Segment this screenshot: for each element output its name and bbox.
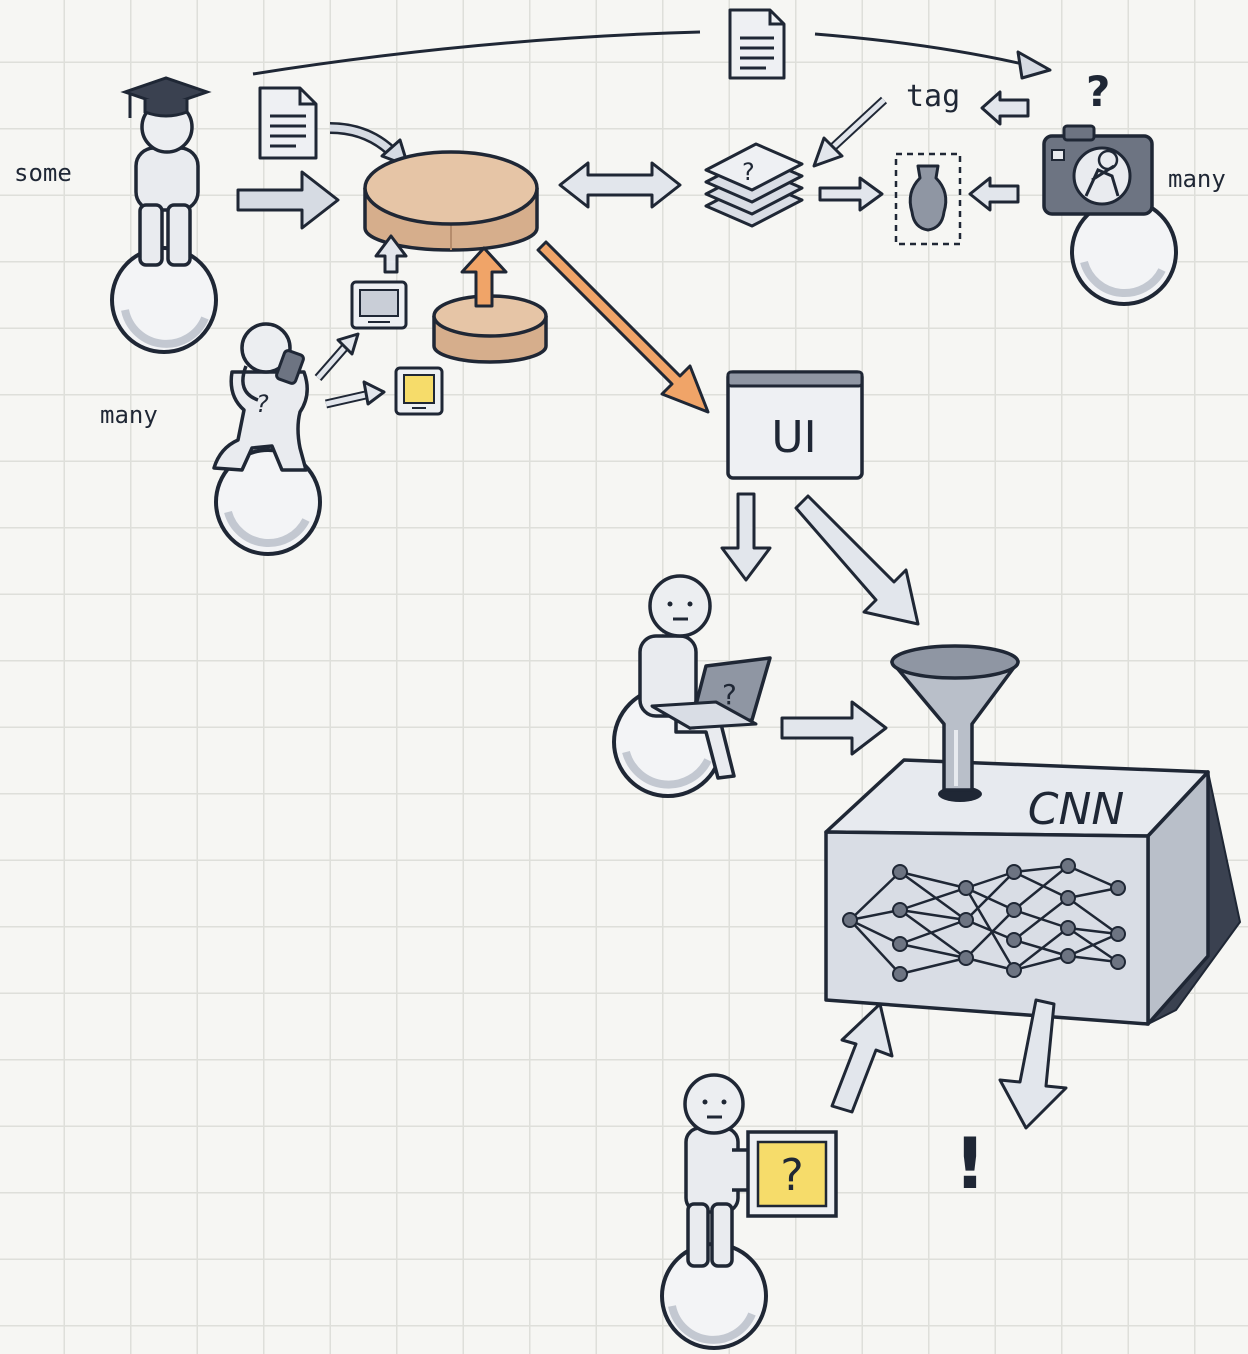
arrow-ui-to-annotator (720, 492, 772, 582)
query-user-figure (660, 1073, 768, 1350)
question-mark-stack: ? (742, 158, 755, 186)
laptop-annotator-figure: ? (612, 574, 772, 798)
question-mark-camera: ? (1086, 67, 1110, 116)
confused-user-figure: ? (212, 322, 322, 556)
secondary-database (432, 294, 548, 364)
arrow-camera-to-tag (980, 90, 1030, 126)
cnn-box: CNN (824, 758, 1242, 1026)
cnn-label: CNN (1028, 784, 1125, 835)
label-some: some (14, 159, 72, 187)
arrow-user-to-monitor (314, 332, 360, 381)
funnel-icon (890, 644, 1020, 792)
orange-arrow-small-db-to-db (460, 246, 508, 308)
arrow-monitor-to-db (374, 234, 408, 274)
neural-network-nodes (842, 858, 1126, 982)
question-card: ? (746, 1130, 838, 1218)
arrow-cnn-to-output (998, 998, 1068, 1130)
neural-network-graphic (849, 864, 1119, 976)
document-icon-left (258, 86, 318, 160)
arrow-annotator-to-funnel (780, 700, 888, 756)
arrow-user-to-cnn (830, 1002, 894, 1114)
exclamation-mark: ! (954, 1123, 986, 1205)
card-stack-icon: ? (704, 142, 804, 228)
vase-icon (894, 152, 962, 246)
double-arrow-db-stack (558, 161, 682, 209)
arrow-camera-to-vase (968, 176, 1020, 212)
monitor-icon (350, 280, 408, 330)
expert-figure (110, 76, 218, 354)
arrow-stack-to-vase (818, 176, 884, 212)
arrow-ui-to-funnel (794, 494, 920, 626)
arrow-user-to-tablet (325, 380, 386, 409)
curved-arrow-top (252, 30, 1052, 80)
label-many-left: many (100, 401, 158, 429)
document-icon-top (728, 8, 786, 80)
ui-label: UI (771, 412, 816, 463)
question-mark-laptop: ? (722, 678, 737, 711)
label-tag: tag (906, 79, 960, 114)
label-many-right: many (1168, 165, 1226, 193)
photographer-figure (1042, 124, 1178, 306)
question-mark-card: ? (780, 1150, 803, 1201)
main-database (363, 150, 539, 252)
tablet-icon (394, 366, 444, 416)
orange-arrow-db-to-ui (536, 240, 710, 414)
question-mark-confused: ? (256, 390, 269, 418)
arrow-tag-to-stack (812, 96, 888, 168)
ui-window: UI (726, 370, 864, 480)
arrow-expert-to-db (236, 170, 340, 230)
